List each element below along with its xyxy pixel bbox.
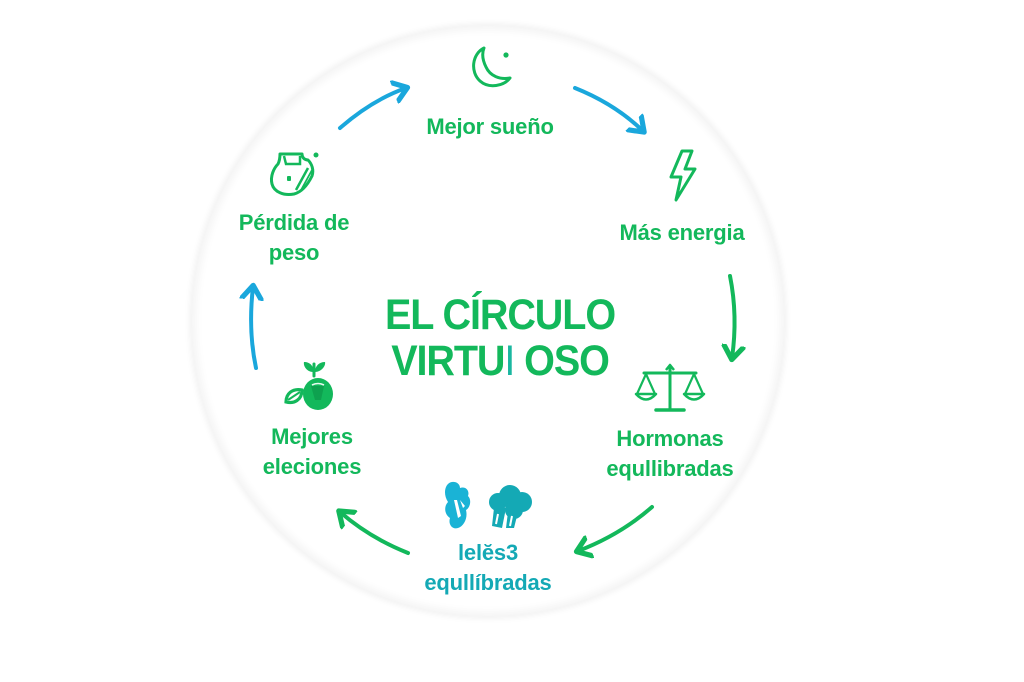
node-weight-loss: Pérdida de peso — [204, 148, 384, 268]
title-line-2-start: VIRTU — [391, 337, 505, 385]
node-label-line-2: peso — [268, 240, 320, 265]
node-better-sleep: Mejor sueño — [400, 42, 580, 142]
arrow-weight-to-sleep — [338, 88, 406, 130]
node-better-choices: Mejores eleciones — [222, 360, 402, 482]
node-more-energy: Más energia — [592, 148, 772, 248]
node-label-line-1: Pérdida de — [238, 210, 350, 235]
broccoli-vegetables-icon — [445, 481, 532, 529]
title-line-2-end: OSO — [514, 337, 610, 385]
fruit-leaf-icon — [284, 362, 333, 410]
title-glyph: I — [504, 337, 515, 385]
node-balanced-hormones: Hormonas equllibradas — [580, 362, 760, 484]
node-label: Mejor sueño — [426, 114, 554, 139]
node-label: Más energia — [619, 220, 745, 245]
arrow-hormones-to-food — [578, 505, 654, 551]
balance-scale-icon — [634, 363, 706, 412]
node-label-line-2: equllíbradas — [424, 570, 552, 595]
title-line-2: VIRTUI OSO — [380, 338, 619, 384]
moon-icon — [472, 46, 512, 88]
lightning-bolt-icon — [669, 149, 697, 202]
arrow-choices-to-weight — [251, 287, 256, 370]
title-line-1: EL CÍRCULO — [385, 291, 616, 339]
arrow-sleep-to-energy — [573, 86, 643, 131]
arrow-food-to-choices — [340, 512, 410, 555]
arrow-energy-to-hormones — [730, 274, 735, 358]
node-label-line-1: lelĕs3 — [458, 540, 518, 565]
node-label-line-2: equllibradas — [606, 456, 734, 481]
node-label-line-1: Hormonas — [616, 426, 724, 451]
cycle-ring — [192, 26, 784, 616]
center-title: EL CÍRCULO VIRTUI OSO — [380, 292, 619, 384]
node-label-line-1: Mejores — [271, 424, 353, 449]
node-label-line-2: eleciones — [262, 454, 362, 479]
belly-weight-icon — [270, 152, 319, 196]
node-balanced-food: lelĕs3 equllíbradas — [398, 478, 578, 598]
